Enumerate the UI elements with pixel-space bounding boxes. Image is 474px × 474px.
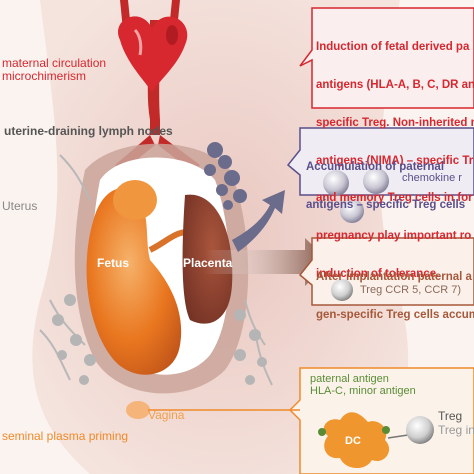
- maternal-circulation-label: maternal circulation: [2, 56, 107, 70]
- lymph-arrow: [232, 190, 285, 252]
- lymph-nodes-label: uterine-draining lymph nodes: [4, 124, 173, 138]
- implantation-text: After implantation paternal a gen-specif…: [316, 246, 474, 347]
- lymph-nodes: [204, 142, 247, 210]
- accumulation-line-1: Accumulation of paternal: [306, 161, 445, 174]
- seminal-plasma-label: seminal plasma priming: [2, 429, 129, 443]
- vagina-marker: [126, 401, 150, 419]
- induction-line-5: and memory Treg cells in for: [316, 192, 473, 205]
- placenta-label: Placenta: [183, 256, 233, 270]
- accumulation-text: Accumulation of paternal antigens – spec…: [306, 136, 474, 237]
- treg-in-label: Treg in: [438, 423, 474, 437]
- heart-icon: [117, 16, 188, 92]
- induction-line-4: antigens (NIMA) – specific Tre: [316, 154, 474, 167]
- treg-cells-group-1: [323, 168, 389, 223]
- treg-ccr-label: Treg CCR 5, CCR 7): [360, 284, 462, 296]
- dc-label: DC: [345, 435, 361, 447]
- placenta-arrow: [205, 238, 330, 286]
- treg-cell-icon-2: [406, 416, 434, 444]
- chemokine-label: chemokine r: [402, 172, 462, 184]
- dc-cell-icon: [318, 412, 390, 469]
- microchimerism-label: microchimerism: [2, 69, 86, 83]
- fetus-shape: [86, 180, 182, 375]
- treg-cell-icon: [331, 279, 353, 301]
- fetus-label: Fetus: [97, 256, 130, 270]
- vagina-label: Vagina: [148, 408, 185, 422]
- uterus-label: Uterus: [2, 199, 38, 213]
- induction-text: Induction of fetal derived pa antigens (…: [316, 16, 474, 306]
- induction-line-1: Induction of fetal derived pa: [316, 41, 470, 54]
- accumulation-line-2: antigens – specific Treg cells: [306, 198, 466, 211]
- induction-line-3: specific Treg. Non-inherited m: [316, 116, 474, 129]
- paternal-antigen-label: paternal antigen: [310, 373, 389, 385]
- implantation-line-1: After implantation paternal a: [316, 271, 472, 284]
- hla-minor-label: HLA-C, minor antigen: [310, 385, 416, 397]
- induction-line-6: pregnancy play important ro: [316, 230, 472, 243]
- induction-box: [299, 7, 474, 109]
- induction-line-2: antigens (HLA-A, B, C, DR and: [316, 78, 474, 91]
- lymph-dots: [52, 294, 267, 385]
- implantation-line-2: gen-specific Treg cells accum: [316, 308, 474, 321]
- induction-line-7: induction of tolerance.: [316, 267, 440, 280]
- treg-label: Treg: [438, 409, 463, 423]
